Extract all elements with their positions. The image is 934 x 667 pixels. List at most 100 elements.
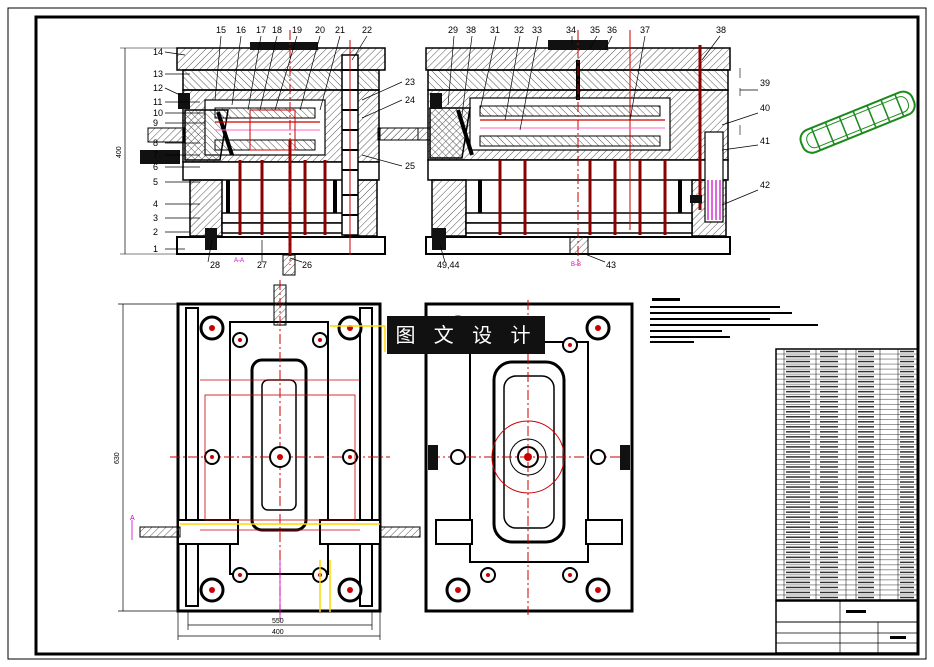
bom-cell-mark (900, 551, 914, 554)
bom-cell-mark (900, 451, 914, 453)
bom-cell-mark (858, 501, 874, 503)
bom-cell-mark (820, 446, 838, 448)
dimension-left-height: 400 (116, 47, 177, 255)
callout-1: 1 (153, 244, 158, 254)
bom-cell-mark (786, 431, 810, 433)
bom-cell-mark (820, 546, 838, 549)
callout-35: 35 (590, 25, 600, 35)
bom-cell-mark (858, 405, 874, 408)
callout-2: 2 (153, 227, 158, 237)
bom-cell-mark (858, 426, 874, 428)
bom-cell-mark (820, 531, 838, 533)
bom-cell-mark (786, 390, 810, 393)
bom-cell-mark (858, 581, 874, 584)
callout-4: 4 (153, 199, 158, 209)
bom-cell-mark (786, 486, 810, 488)
bom-cell-mark (900, 355, 914, 358)
bom-cell-mark (786, 365, 810, 368)
callout-9: 9 (153, 118, 158, 128)
bom-cell-mark (820, 466, 838, 468)
bom-cell-mark (900, 360, 914, 363)
callout-40: 40 (760, 103, 770, 113)
bom-cell-mark (786, 576, 810, 579)
callout-19: 19 (292, 25, 302, 35)
outer-border (7, 7, 927, 660)
bom-cell-mark (820, 486, 838, 488)
bom-cell-mark (786, 496, 810, 498)
bom-cell-mark (820, 536, 838, 539)
bom-cell-mark (900, 365, 914, 368)
callout-15: 15 (216, 25, 226, 35)
bom-cell-mark (820, 426, 838, 428)
bom-cell-mark (900, 511, 914, 513)
bom-cell-mark (900, 561, 914, 564)
bom-cell-mark (786, 446, 810, 448)
bom-cell-mark (858, 576, 874, 579)
bom-cell-mark (786, 375, 810, 378)
bom-cell-mark (786, 536, 810, 539)
callout-33: 33 (532, 25, 542, 35)
bom-cell-mark (786, 526, 810, 528)
callout-37: 37 (640, 25, 650, 35)
bom-cell-mark (786, 405, 810, 408)
bom-cell-mark (858, 471, 874, 473)
callout-38b: 38 (716, 25, 726, 35)
bom-cell-mark (820, 581, 838, 584)
bom-cell-mark (820, 410, 838, 413)
section-mark-aa: A-A (234, 258, 244, 264)
bom-cell-mark (820, 496, 838, 498)
bom-cell-mark (900, 410, 914, 413)
dimension-plan-height: 630 (114, 452, 121, 464)
bom-cell-mark (900, 481, 914, 483)
bom-cell-mark (900, 385, 914, 388)
bom-cell-mark (820, 405, 838, 408)
bom-cell-mark (900, 426, 914, 428)
bom-cell-mark (786, 456, 810, 458)
bom-cell-mark (786, 385, 810, 388)
bom-cell-mark (858, 451, 874, 453)
bom-cell-mark (786, 476, 810, 478)
plan-view-fixed-half (424, 300, 634, 615)
bom-cell-mark (858, 360, 874, 363)
callout-17: 17 (256, 25, 266, 35)
bom-cell-mark (820, 456, 838, 458)
bom-cell-mark (900, 576, 914, 579)
bom-cell-mark (900, 421, 914, 423)
bom-cell-mark (900, 456, 914, 458)
callouts-left-view (164, 35, 403, 263)
bom-cell-mark (820, 501, 838, 503)
bom-cell-mark (820, 350, 838, 353)
bom-cell-mark (820, 436, 838, 438)
bom-cell-mark (820, 556, 838, 559)
bom-cell-mark (858, 370, 874, 373)
bom-cell-mark (900, 536, 914, 539)
bom-cell-mark (900, 566, 914, 569)
section-mark-bb: B-B (571, 262, 581, 268)
callout-14: 14 (153, 47, 163, 57)
bom-cell-mark (786, 421, 810, 423)
callout-20: 20 (315, 25, 325, 35)
bom-cell-mark (786, 506, 810, 508)
bom-cell-mark (900, 486, 914, 488)
bom-cell-mark (820, 511, 838, 513)
bom-cell-mark (820, 370, 838, 373)
callout-41: 41 (760, 136, 770, 146)
bom-cell-mark (858, 421, 874, 423)
bom-cell-mark (786, 566, 810, 569)
watermark-stamp: 图 文 设 计 (387, 316, 545, 354)
bom-cell-mark (858, 511, 874, 513)
bom-cell-mark (858, 506, 874, 508)
bom-cell-mark (786, 591, 810, 594)
bom-cell-mark (858, 546, 874, 549)
bom-cell-mark (900, 546, 914, 549)
bom-cell-mark (820, 476, 838, 478)
bom-cell-mark (786, 360, 810, 363)
bom-cell-mark (820, 516, 838, 518)
bom-cell-mark (786, 491, 810, 493)
callout-21: 21 (335, 25, 345, 35)
bom-cell-mark (858, 416, 874, 418)
callout-29: 29 (448, 25, 458, 35)
bom-cell-mark (858, 596, 874, 599)
bom-cell-mark (786, 451, 810, 453)
callout-23: 23 (405, 77, 415, 87)
